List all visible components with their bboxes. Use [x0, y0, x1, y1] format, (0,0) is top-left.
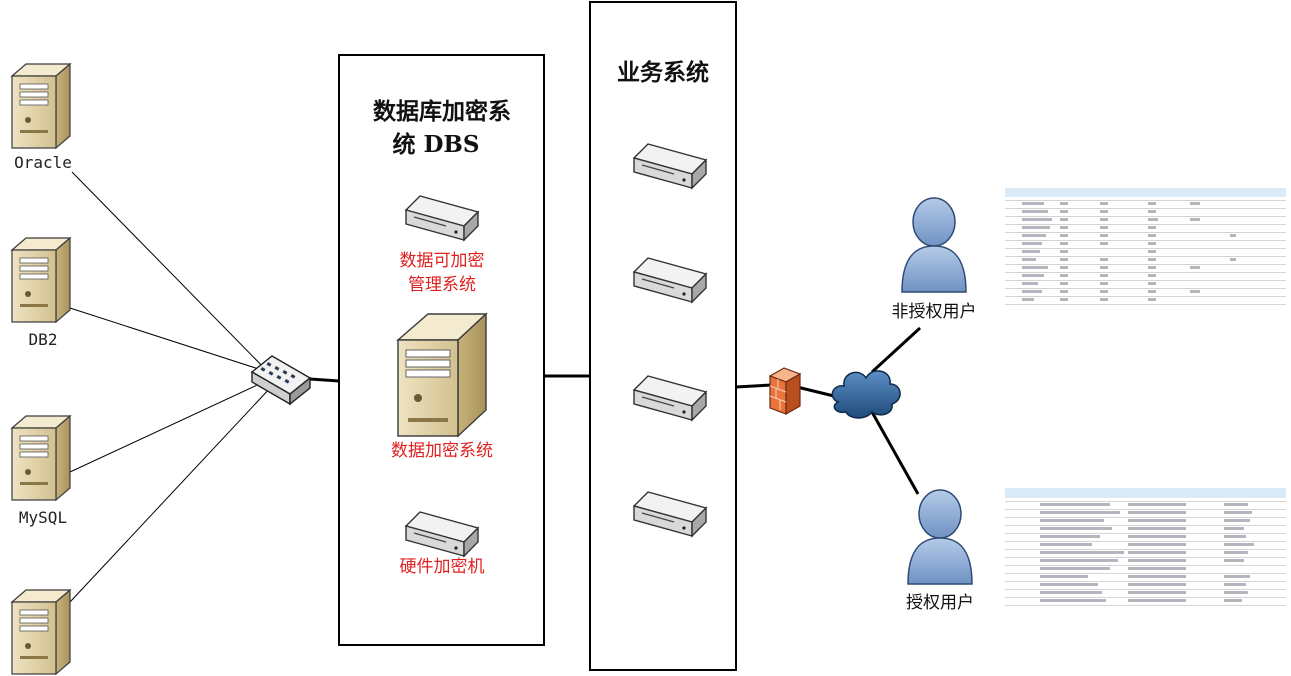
- db-label-db2: DB2: [29, 330, 58, 349]
- link-switch-dbs: [309, 377, 340, 383]
- business-box: 业务系统: [589, 1, 737, 671]
- tower-server-icon: [11, 589, 71, 675]
- blurred-table-unauthorized: [1005, 188, 1286, 305]
- link-firewall-cloud: [796, 385, 839, 399]
- db-label-oracle: Oracle: [14, 153, 72, 172]
- database-server-oracle: Oracle: [11, 63, 72, 172]
- database-server-mysql: MySQL: [11, 415, 71, 527]
- network-switch: [250, 355, 312, 406]
- cloud-icon: [831, 370, 901, 419]
- link-cloud-unauthorized: [870, 326, 922, 374]
- authorized-user: 授权用户: [906, 489, 974, 613]
- unauthorized-user: 非授权用户: [892, 197, 977, 322]
- db-label-mysql: MySQL: [19, 508, 67, 527]
- switch-icon: [250, 355, 312, 406]
- tower-server-icon: [11, 237, 71, 323]
- link-mysql-switch: [69, 379, 269, 473]
- dbs-box: 数据库加密系 统 DBS 数据可加密 管理系统 数据加密系统 硬件加密机: [338, 54, 545, 646]
- database-server-4: [11, 589, 71, 675]
- dbs-title-line1: 数据库加密系: [373, 98, 511, 125]
- unauthorized-user-label: 非授权用户: [892, 302, 977, 322]
- user-icon: [901, 197, 967, 293]
- link-cloud-authorized: [870, 411, 920, 495]
- core-system-label: 数据加密系统: [391, 441, 493, 461]
- link-oracle-switch: [71, 171, 273, 377]
- manager-label-line1: 数据可加密: [400, 251, 485, 271]
- tower-server-icon: [397, 313, 487, 437]
- link-db2-switch: [69, 307, 269, 373]
- business-title: 业务系统: [617, 59, 709, 86]
- tower-server-icon: [11, 415, 71, 501]
- blurred-table-authorized: [1005, 488, 1286, 606]
- user-icon: [907, 489, 973, 585]
- link-business-firewall: [735, 383, 773, 389]
- database-server-db2: DB2: [11, 237, 71, 349]
- authorized-user-label: 授权用户: [906, 593, 974, 613]
- hsm-label: 硬件加密机: [400, 557, 485, 577]
- firewall-icon: [768, 367, 802, 416]
- dbs-title-line2: 统 DBS: [392, 131, 479, 158]
- link-db4-switch: [69, 385, 273, 603]
- manager-label-line2: 管理系统: [408, 275, 476, 295]
- tower-server-icon: [11, 63, 71, 149]
